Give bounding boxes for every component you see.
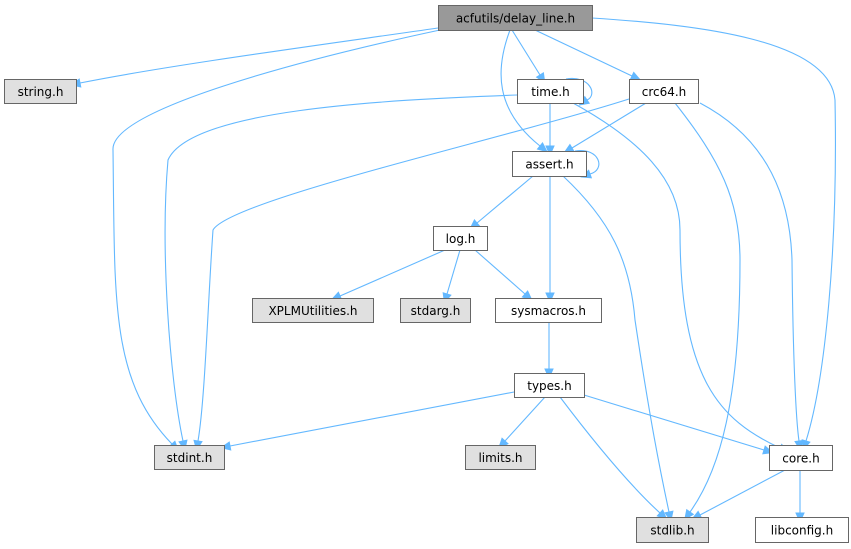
edge-log-stdarg [446, 249, 461, 295]
edge-time-core [572, 102, 781, 449]
edge-crc64-stdlib [674, 102, 741, 513]
node-crc64[interactable]: crc64.h [629, 79, 699, 104]
node-types[interactable]: types.h [514, 373, 585, 398]
node-libconfig[interactable]: libconfig.h [755, 517, 849, 543]
node-label: assert.h [525, 158, 573, 172]
edge-delay_line-string [79, 27, 439, 84]
node-label: stdint.h [167, 451, 213, 465]
node-string: string.h [4, 79, 77, 104]
edge-crc64-assert [571, 102, 647, 149]
node-stdlib: stdlib.h [636, 517, 709, 543]
node-box [514, 373, 585, 398]
edge-delay_line-crc64 [534, 29, 633, 77]
edge-core-stdlib [699, 469, 786, 516]
arrowhead-time-assert [545, 145, 555, 157]
edge-delay_line-stdint [112, 29, 441, 445]
node-label: stdlib.h [650, 524, 694, 538]
node-stdint: stdint.h [154, 445, 225, 470]
node-core[interactable]: core.h [769, 445, 833, 471]
node-limits: limits.h [465, 445, 536, 470]
node-assert[interactable]: assert.h [512, 151, 587, 177]
node-box [517, 79, 584, 104]
node-delay_line[interactable]: acfutils/delay_line.h [438, 5, 593, 31]
node-box [433, 226, 488, 251]
node-box [755, 517, 849, 543]
node-label: libconfig.h [771, 524, 833, 538]
node-xplm: XPLMUtilities.h [252, 298, 374, 323]
edge-delay_line-assert [500, 29, 541, 147]
node-label: limits.h [478, 451, 522, 465]
node-box [252, 298, 374, 323]
node-label: types.h [527, 379, 571, 393]
edge-log-xplm [339, 249, 446, 297]
arrowhead-crc64-stdlib [684, 508, 695, 521]
node-box [769, 445, 833, 471]
node-stdarg: stdarg.h [400, 298, 471, 323]
node-box [400, 298, 471, 323]
edge-time-time [565, 77, 593, 101]
edge-types-stdint [229, 391, 515, 447]
edge-delay_line-time [511, 29, 541, 76]
edge-types-stdlib [559, 396, 661, 514]
node-label: sysmacros.h [511, 304, 586, 318]
node-sysmacros[interactable]: sysmacros.h [495, 298, 602, 323]
node-label: acfutils/delay_line.h [456, 12, 575, 26]
node-box [629, 79, 699, 104]
edge-assert-stdlib [562, 175, 670, 513]
edge-delay_line-core [591, 17, 836, 442]
edge-crc64-core [699, 102, 800, 442]
edges [69, 17, 836, 524]
node-box [512, 151, 587, 177]
node-label: crc64.h [642, 85, 687, 99]
node-box [636, 517, 709, 543]
edge-log-sysmacros [474, 249, 526, 295]
node-box [4, 79, 77, 104]
node-label: stdarg.h [411, 304, 461, 318]
node-label: time.h [531, 85, 570, 99]
node-label: log.h [446, 232, 476, 246]
arrowhead-delay_line-crc64 [629, 71, 642, 81]
node-box [495, 298, 602, 323]
nodes: acfutils/delay_line.h string.h time.h crc64… [4, 5, 849, 543]
node-box [465, 445, 536, 470]
node-time[interactable]: time.h [517, 79, 584, 104]
edge-assert-log [476, 175, 534, 224]
edge-types-core [583, 394, 765, 451]
node-box [438, 5, 593, 31]
node-label: core.h [782, 452, 819, 466]
edge-time-stdint [164, 94, 518, 442]
arrowhead-delay_line-assert [536, 141, 548, 153]
node-label: XPLMUtilities.h [268, 304, 357, 318]
node-box [154, 445, 225, 470]
node-label: string.h [18, 85, 64, 99]
edge-types-limits [504, 396, 546, 442]
arrowhead-assert-sysmacros [545, 292, 555, 304]
edge-crc64-stdint [197, 98, 630, 442]
node-log[interactable]: log.h [433, 226, 488, 251]
edge-assert-assert [574, 150, 600, 175]
